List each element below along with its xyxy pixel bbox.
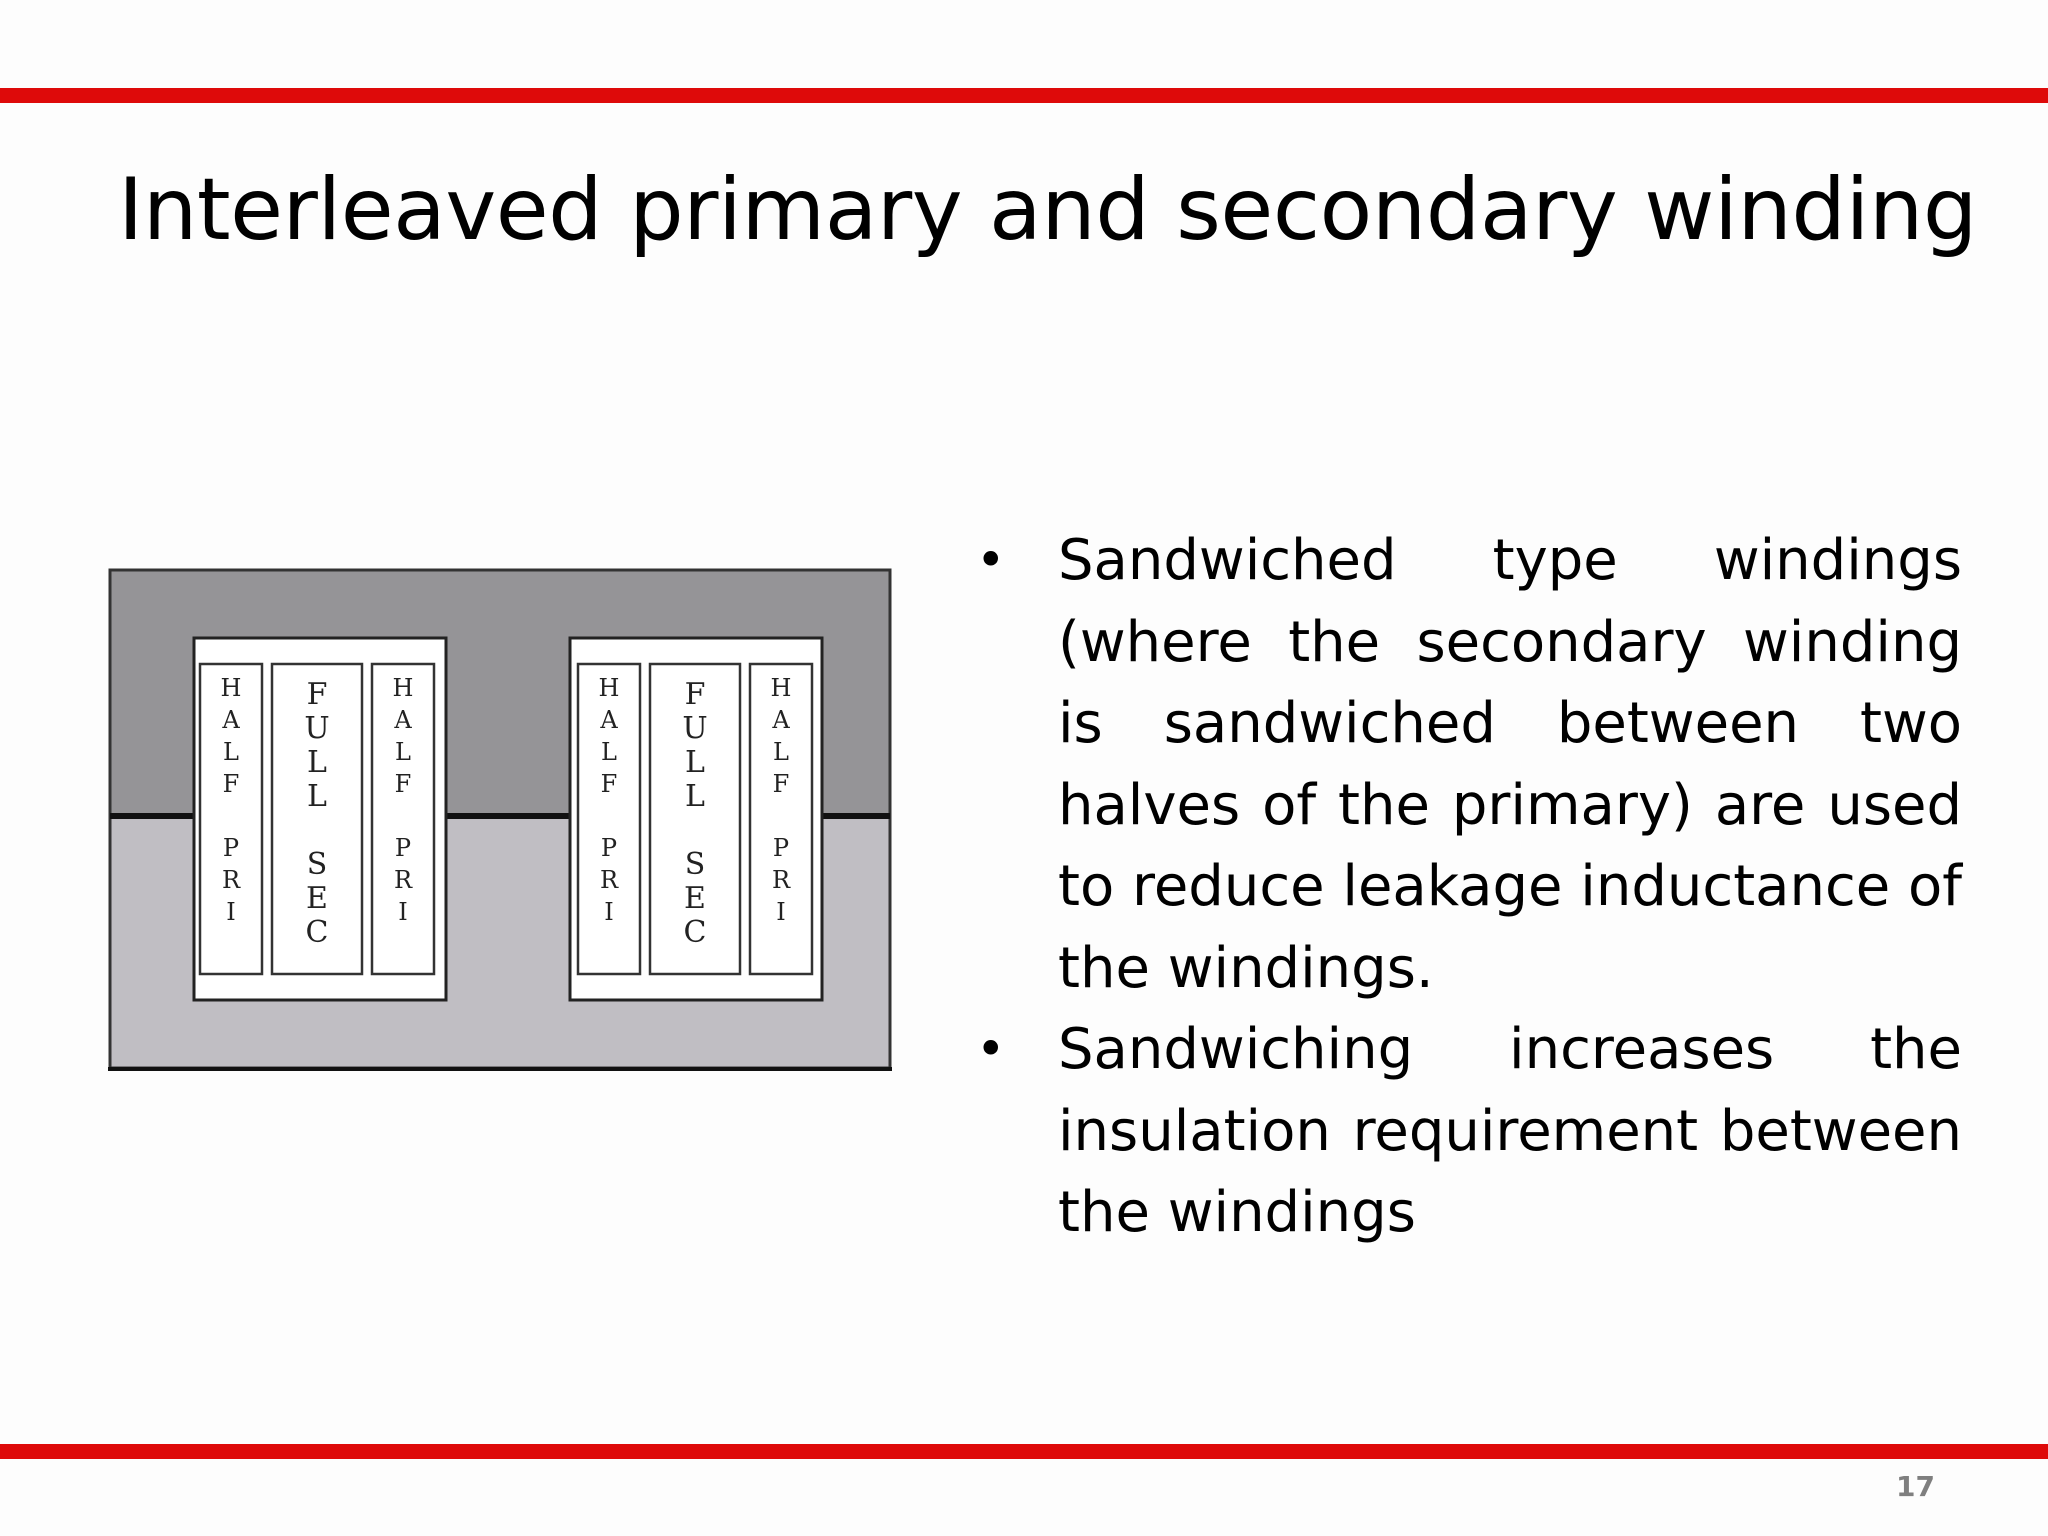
bullet-dot: • bbox=[976, 1020, 1006, 1078]
winding-letter: F bbox=[395, 770, 412, 798]
winding-letter: F bbox=[223, 770, 240, 798]
winding-letter: R bbox=[394, 866, 413, 894]
winding-letter: P bbox=[601, 834, 617, 862]
winding-letter: I bbox=[398, 898, 407, 926]
full-secondary-winding bbox=[270, 662, 364, 976]
winding-letter: H bbox=[771, 674, 792, 702]
winding-letter: E bbox=[684, 881, 706, 916]
winding-letter: L bbox=[307, 779, 327, 814]
slide-title: Interleaved primary and secondary windin… bbox=[118, 160, 1977, 260]
bullet-text: Sandwiching increases the insulation req… bbox=[1058, 1017, 1962, 1245]
half-primary-winding bbox=[370, 662, 436, 976]
winding-letter: U bbox=[682, 711, 707, 746]
winding-letter: F bbox=[601, 770, 618, 798]
winding-letter: A bbox=[599, 706, 618, 734]
winding-letter: P bbox=[773, 834, 789, 862]
winding-letter: L bbox=[773, 738, 789, 766]
winding-letter: H bbox=[221, 674, 242, 702]
top-accent-rule bbox=[0, 88, 2048, 103]
winding-letter: F bbox=[773, 770, 790, 798]
winding-letter: S bbox=[307, 847, 328, 882]
winding-letter: H bbox=[599, 674, 620, 702]
winding-letter: P bbox=[395, 834, 411, 862]
winding-letter: I bbox=[226, 898, 235, 926]
winding-letter: P bbox=[223, 834, 239, 862]
winding-letter: A bbox=[221, 706, 240, 734]
winding-letter: A bbox=[393, 706, 412, 734]
bullet-item: • Sandwiched type windings (where the sec… bbox=[976, 520, 1962, 1009]
full-secondary-winding bbox=[648, 662, 742, 976]
winding-letter: C bbox=[306, 915, 329, 950]
winding-letter: L bbox=[685, 745, 705, 780]
bullet-text: Sandwiched type windings (where the seco… bbox=[1058, 528, 1962, 1001]
page-number: 17 bbox=[1896, 1470, 1935, 1503]
winding-letter: I bbox=[604, 898, 613, 926]
winding-letter: A bbox=[771, 706, 790, 734]
winding-letter: U bbox=[304, 711, 329, 746]
half-primary-winding bbox=[198, 662, 264, 976]
half-primary-winding bbox=[576, 662, 642, 976]
winding-letter: L bbox=[307, 745, 327, 780]
half-primary-winding bbox=[748, 662, 814, 976]
winding-letter: R bbox=[600, 866, 619, 894]
winding-letter: E bbox=[306, 881, 328, 916]
winding-letter: R bbox=[222, 866, 241, 894]
winding-letter: R bbox=[772, 866, 791, 894]
winding-letter: C bbox=[684, 915, 707, 950]
winding-letter: L bbox=[685, 779, 705, 814]
winding-letter: L bbox=[223, 738, 239, 766]
bullet-dot: • bbox=[976, 531, 1006, 589]
winding-letter: I bbox=[776, 898, 785, 926]
winding-letter: S bbox=[685, 847, 706, 882]
bullet-item: • Sandwiching increases the insulation re… bbox=[976, 1009, 1962, 1254]
bullet-list: • Sandwiched type windings (where the sec… bbox=[976, 520, 1962, 1254]
winding-letter: L bbox=[395, 738, 411, 766]
winding-letter: L bbox=[601, 738, 617, 766]
bottom-accent-rule bbox=[0, 1444, 2048, 1459]
winding-letter: F bbox=[685, 677, 706, 712]
winding-letter: F bbox=[307, 677, 328, 712]
winding-letter: H bbox=[393, 674, 414, 702]
